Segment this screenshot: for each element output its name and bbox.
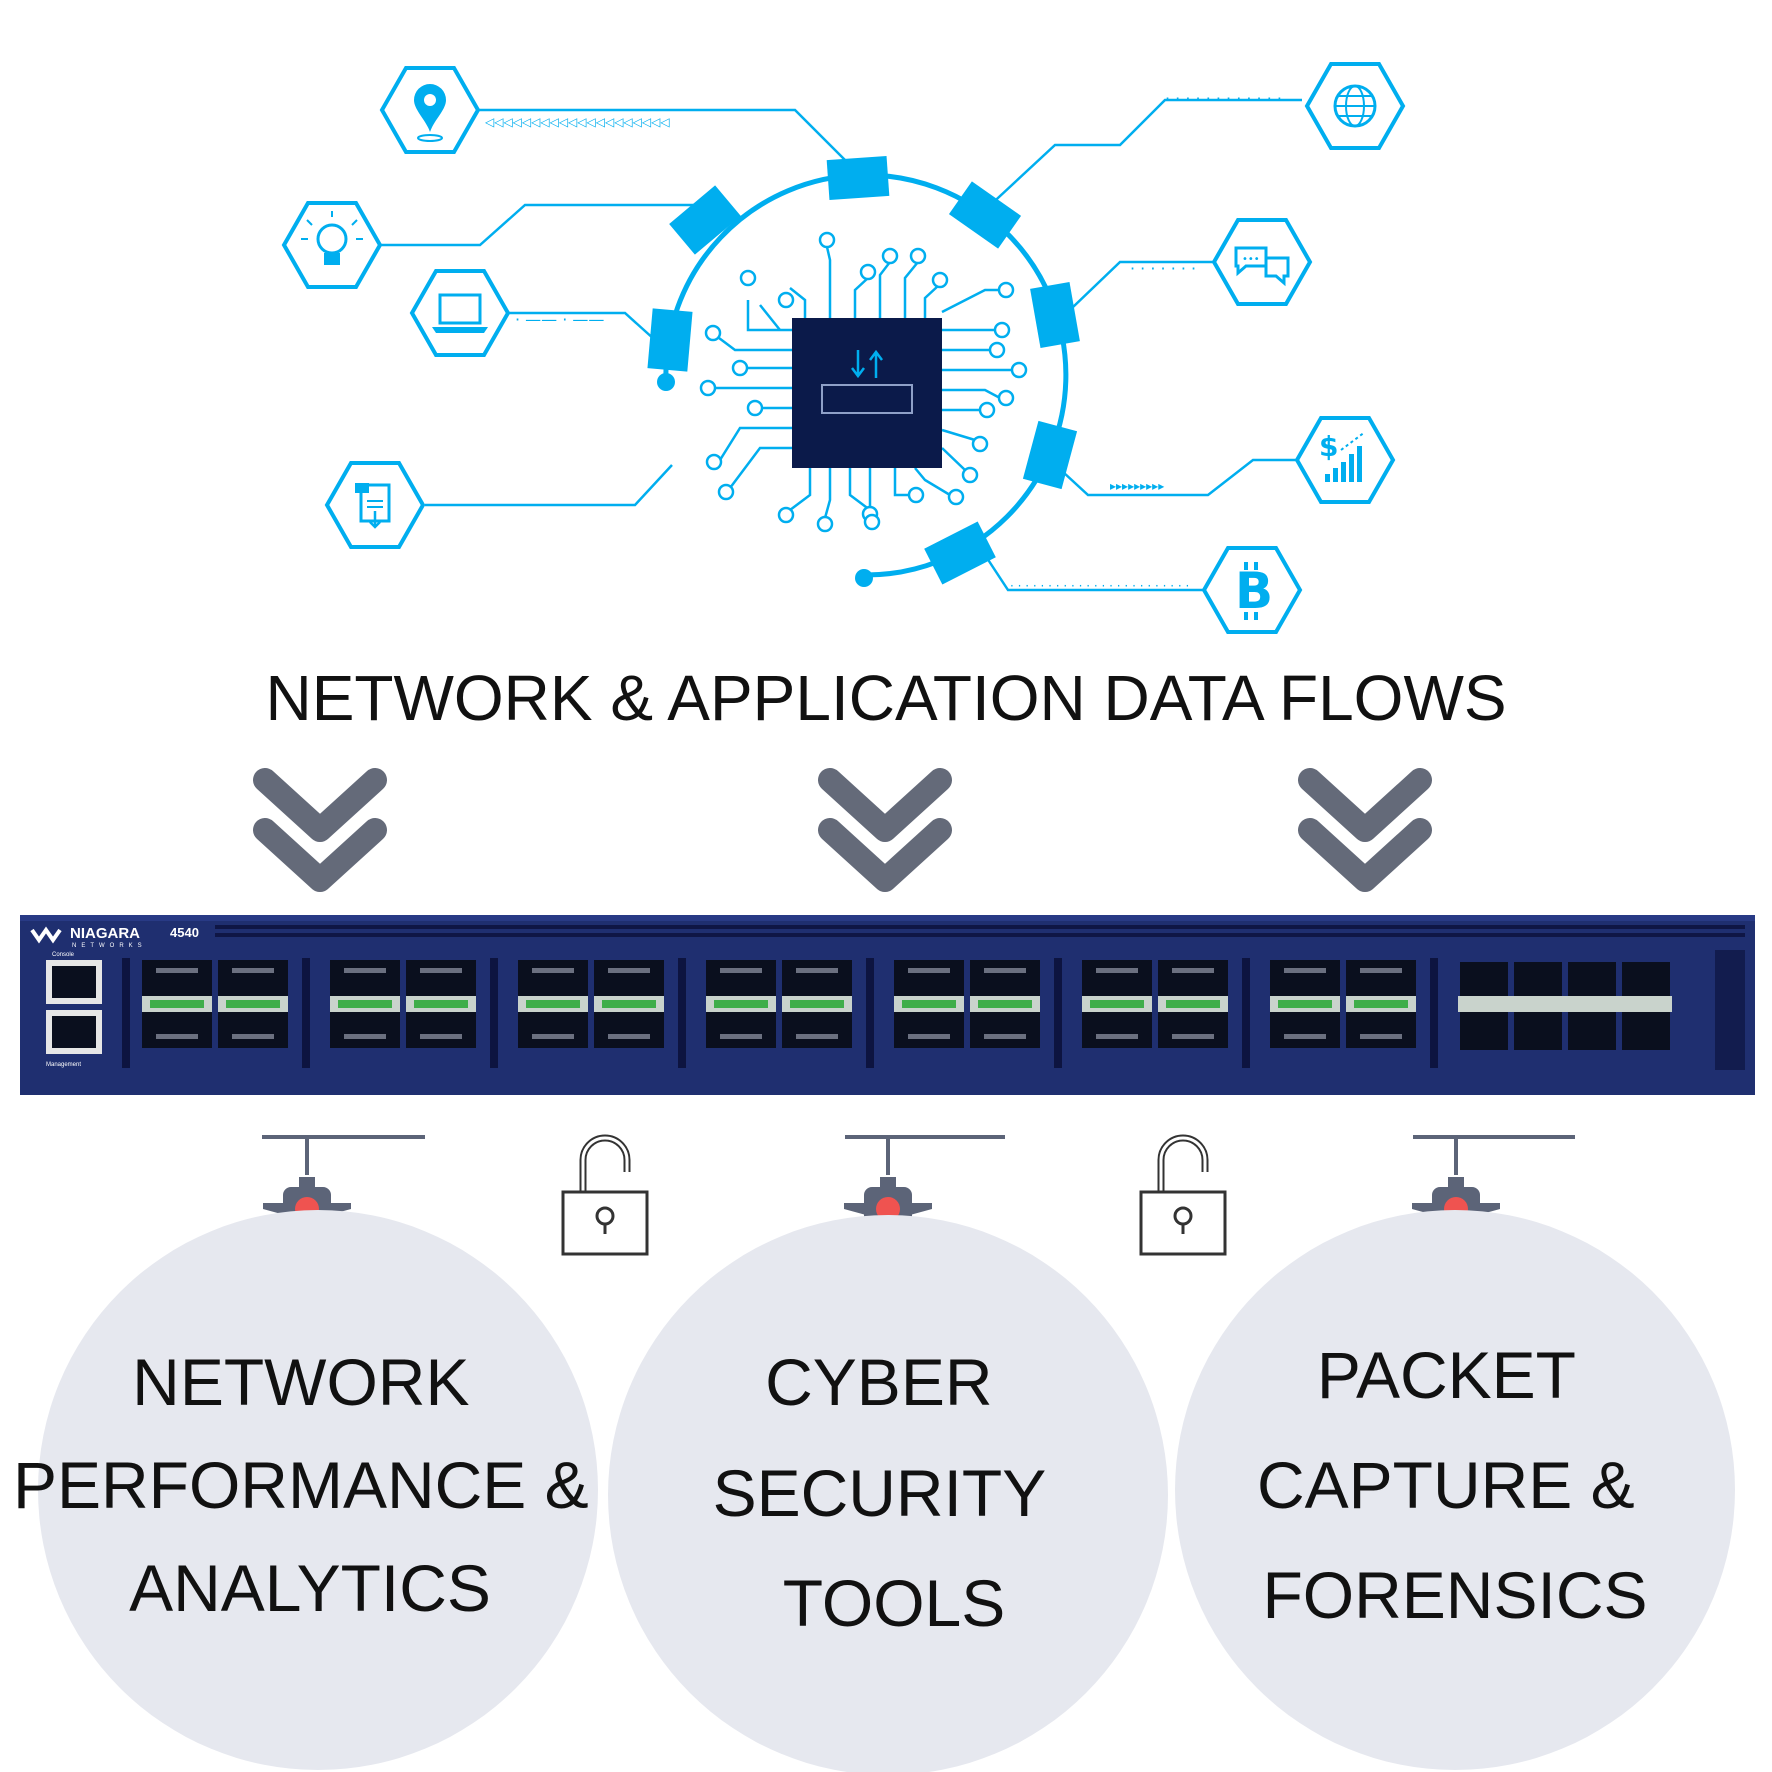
svg-text:NETWORK PERFORMANCE &: NETWORK PERFORMANCE & ANALYTICS [13, 1345, 607, 1625]
tool-label-line: PERFORMANCE & [13, 1448, 589, 1522]
bitcoin-icon: B [1202, 546, 1302, 634]
device-model: 4540 [170, 925, 199, 940]
traffic-light-1 [262, 1135, 425, 1319]
ring-endpoint [657, 373, 675, 391]
svg-text:▸▸▸▸▸▸▸▸▸: ▸▸▸▸▸▸▸▸▸ [1110, 479, 1164, 493]
svg-text:CYBER SECURITY TOO: CYBER SECURITY TOOLS [713, 1345, 1064, 1640]
tool-label-line: CAPTURE & [1257, 1448, 1635, 1522]
padlock-open-icon [1141, 1138, 1225, 1254]
traffic-light-2 [844, 1135, 1005, 1319]
port-group-sfp [1458, 962, 1672, 1050]
niagara-device: NIAGARA NETWORKS 4540 Console Management [20, 915, 1755, 1095]
traffic-light-3 [1412, 1135, 1575, 1319]
svg-text:Console: Console [52, 952, 75, 958]
tool-label-line: CYBER [765, 1345, 992, 1419]
document-download-icon [325, 461, 425, 549]
chevron-down-icon [265, 780, 375, 880]
tool-label-line: ANALYTICS [129, 1551, 491, 1625]
svg-text:· · · · · · · · · · · · · · ·: · · · · · · · · · · · · · · · · · · · · … [1010, 579, 1189, 593]
chevron-down-icon [830, 780, 940, 880]
chat-bubbles-icon: ••• [1212, 218, 1312, 306]
tool-label-line: PACKET [1317, 1338, 1575, 1412]
console-port: Console [46, 952, 102, 1004]
tool-circle-network-performance: NETWORK PERFORMANCE & ANALYTICS [13, 1210, 607, 1770]
svg-text:PACKET CAPTURE & F: PACKET CAPTURE & FORENSICS [1257, 1338, 1653, 1632]
svg-text:Management: Management [46, 1062, 81, 1068]
tool-circle-packet-capture: PACKET CAPTURE & FORENSICS [1175, 1210, 1735, 1770]
ring-endpoint [855, 569, 873, 587]
location-pin-icon [380, 66, 480, 154]
page-title: NETWORK & APPLICATION DATA FLOWS [265, 662, 1506, 734]
tool-label-line: SECURITY [713, 1456, 1046, 1530]
svg-text:B: B [1235, 562, 1273, 620]
circuit-traces [714, 246, 1012, 519]
device-brand: NIAGARA [70, 925, 140, 942]
vent-pattern [215, 925, 1745, 1070]
chevron-down-icon [1310, 780, 1420, 880]
svg-text:· —— · ——: · —— · —— [515, 310, 604, 329]
circuit-nodes [699, 231, 1028, 533]
tool-label-line: NETWORK [132, 1345, 469, 1419]
globe-icon [1305, 62, 1405, 150]
lightbulb-icon [282, 201, 382, 289]
svg-text:· · · · · · · · · · · ·: · · · · · · · · · · · · [1165, 89, 1282, 108]
svg-text:•••: ••• [1242, 254, 1260, 265]
padlock-open-icon [563, 1138, 647, 1254]
dotted-trails: ◁◁◁◁◁◁◁◁◁◁◁◁◁◁◁◁◁◁◁◁ · · · · · · · · · ·… [484, 89, 1282, 593]
svg-text:· · · · · · · · · · · · · · ·: · · · · · · · · · · · · · · · · · · [530, 198, 686, 214]
ring-segments [647, 155, 1080, 585]
tool-label-line: TOOLS [783, 1566, 1006, 1640]
management-port: Management [46, 1010, 102, 1068]
device-logo: NIAGARA NETWORKS 4540 [30, 925, 199, 949]
chip-icon [792, 318, 942, 468]
laptop-icon [410, 269, 510, 357]
svg-text:$: $ [1319, 430, 1338, 463]
tool-circle-cyber-security: CYBER SECURITY TOOLS [608, 1215, 1168, 1772]
svg-text:· · · · · · ·: · · · · · · · [1130, 259, 1196, 278]
device-brand-sub: NETWORKS [72, 943, 147, 949]
dollar-chart-icon: $ [1295, 416, 1395, 504]
port-separators [122, 958, 1438, 1068]
left-connectors [380, 98, 1302, 592]
data-flow-hub [647, 155, 1080, 587]
tool-label-line: FORENSICS [1262, 1558, 1647, 1632]
svg-text:◁◁◁◁◁◁◁◁◁◁◁◁◁◁◁◁◁◁◁◁: ◁◁◁◁◁◁◁◁◁◁◁◁◁◁◁◁◁◁◁◁ [484, 115, 670, 129]
